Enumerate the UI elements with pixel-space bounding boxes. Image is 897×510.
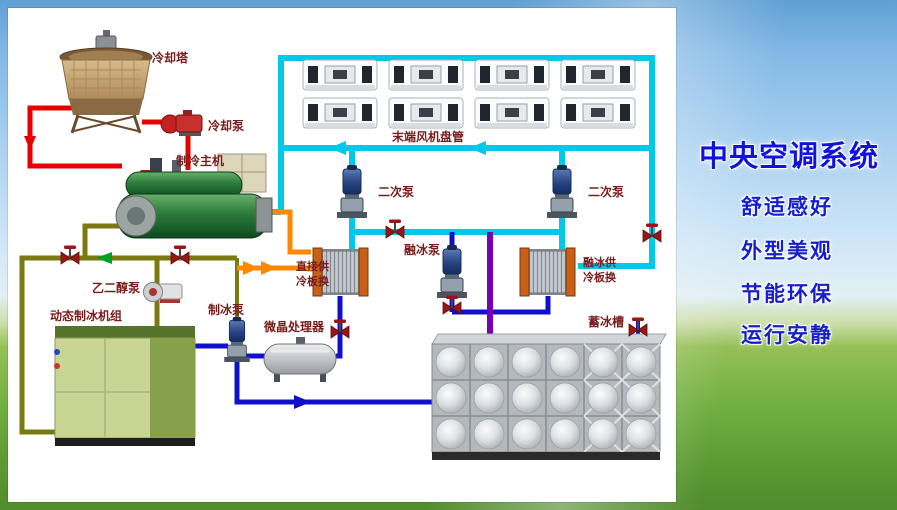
label-cooling-tower: 冷却塔 (152, 50, 189, 65)
valve-glycol-left (60, 244, 80, 265)
fan-coil-unit (302, 97, 378, 129)
diagram-panel: 冷却塔 冷却泵 制冷主机 末端风机盘管 二次泵 二次泵 融冰泵 直接供 冷板换 … (8, 8, 676, 502)
feature-energy-saving: 节能环保 (741, 282, 833, 306)
arrow-return-left-2 (469, 141, 486, 155)
feature-comfort: 舒适感好 (741, 195, 833, 219)
ice-melt-pump (436, 244, 468, 299)
pipe-bottom-to-tank (234, 362, 434, 405)
feature-quiet: 运行安静 (741, 323, 833, 347)
label-direct-hx-line1: 直接供 (296, 259, 329, 273)
label-ice-making-pump: 制冰泵 (208, 302, 244, 317)
pipe-right-hx-feed (578, 240, 655, 269)
ice-making-pump (223, 316, 251, 363)
fan-coil-unit (560, 97, 636, 129)
pipe-glycol-chiller (82, 223, 120, 258)
ice-storage-tank (431, 333, 667, 460)
cooling-pump (160, 110, 203, 136)
fan-coil-unit (302, 59, 378, 91)
fan-coil-unit (388, 97, 464, 129)
label-secondary-pump-left: 二次泵 (378, 184, 414, 199)
arrow-return-left-1 (329, 141, 346, 155)
fan-coil-unit (388, 59, 464, 91)
fan-coil-units (302, 59, 636, 129)
label-melt-hx-line2: 冷板换 (583, 270, 617, 284)
hvac-diagram: 冷却塔 冷却泵 制冷主机 末端风机盘管 二次泵 二次泵 融冰泵 直接供 冷板换 … (19, 30, 667, 460)
label-fan-coil-units: 末端风机盘管 (392, 129, 464, 144)
fan-coil-unit (474, 97, 550, 129)
arrow-glycol-left (96, 252, 112, 264)
pipe-melt-bottom (452, 296, 551, 315)
arrow-cooling-down (24, 136, 36, 150)
ice-melt-heat-exchanger (519, 247, 576, 297)
chiller-unit (115, 153, 273, 239)
page-title: 中央空调系统 (698, 139, 879, 173)
feature-appearance: 外型美观 (741, 239, 833, 263)
label-ice-melt-pump: 融冰泵 (404, 242, 440, 257)
pipe-lefthx-to-processor (336, 296, 343, 359)
label-microcrystal-processor: 微晶处理器 (263, 319, 325, 334)
fan-coil-unit (560, 59, 636, 91)
label-dynamic-ice-maker: 动态制冰机组 (50, 308, 122, 323)
secondary-pump-right (546, 164, 578, 219)
label-cooling-pump: 冷却泵 (208, 118, 244, 133)
arrow-supply-right-1 (243, 261, 259, 275)
dynamic-ice-maker (54, 326, 196, 446)
label-glycol-pump: 乙二醇泵 (92, 280, 140, 295)
secondary-pump-left (336, 164, 368, 219)
valve-glycol-right (170, 244, 190, 265)
cooling-tower (59, 30, 153, 134)
glycol-pump (143, 282, 183, 303)
pipe-supply-upper (266, 209, 311, 255)
label-melt-hx-line1: 融冰供 (583, 255, 616, 269)
pipe-glycol-loop (19, 255, 237, 435)
label-ice-storage-tank: 蓄冰槽 (588, 314, 624, 329)
arrow-icewater-right (294, 395, 311, 409)
label-secondary-pump-right: 二次泵 (588, 184, 624, 199)
label-chiller: 制冷主机 (176, 153, 224, 168)
valve-hx-cross (385, 218, 405, 239)
label-direct-hx-line2: 冷板换 (296, 274, 330, 288)
fan-coil-unit (474, 59, 550, 91)
arrow-supply-right-2 (261, 261, 277, 275)
microcrystal-processor (263, 337, 337, 382)
